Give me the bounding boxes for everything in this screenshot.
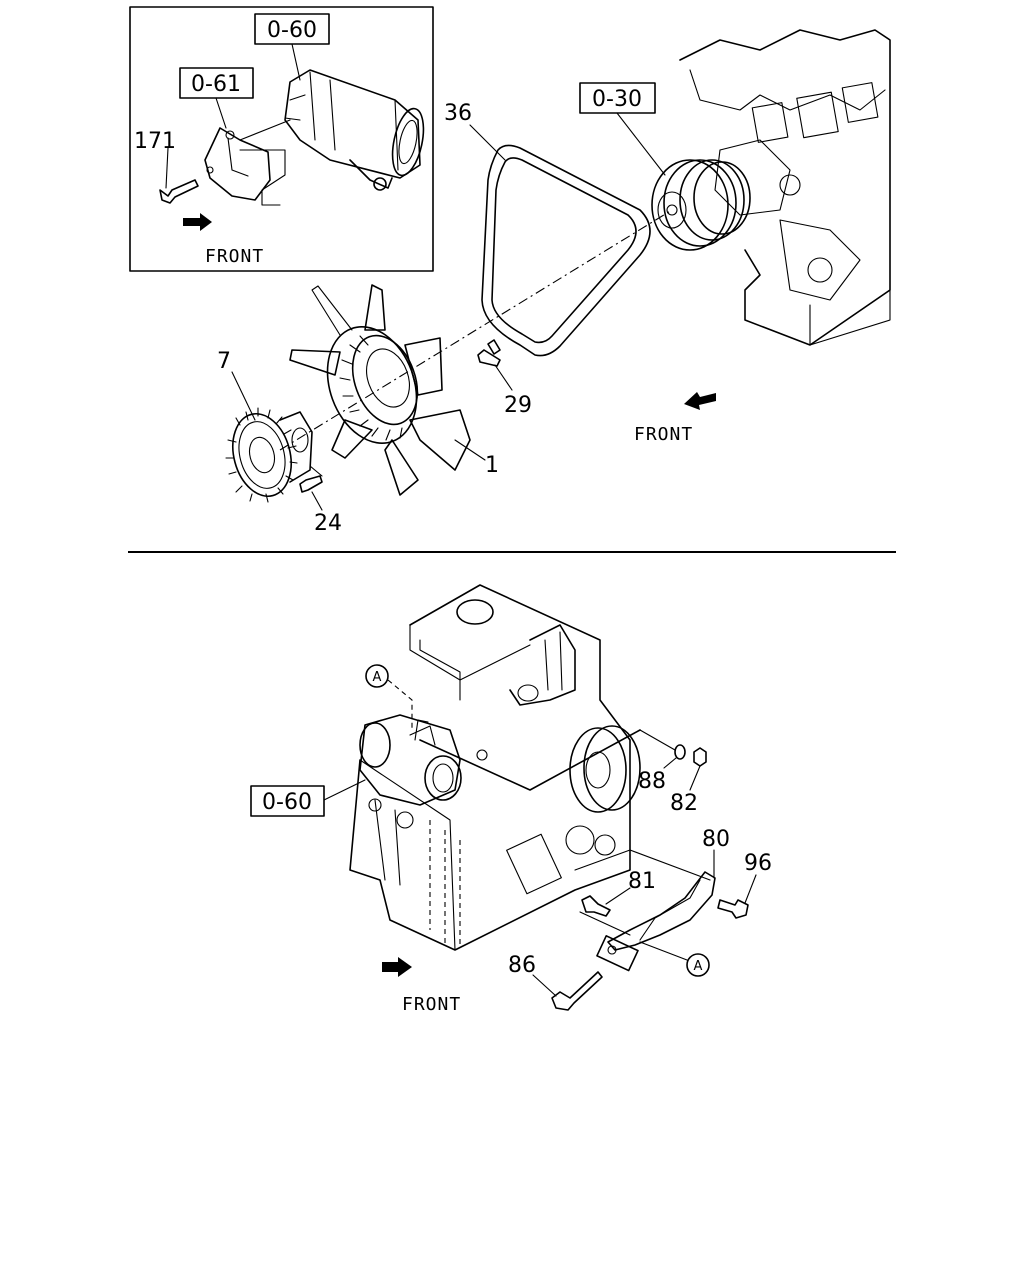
leader-bolt-86: [532, 974, 557, 997]
engine-block-lower: [349, 584, 631, 951]
leader-callout-a-bottom: [639, 941, 688, 961]
front-arrow-upper: [684, 392, 716, 410]
axis-line-upper: [279, 209, 673, 451]
bolt-171-inset: [159, 147, 199, 204]
stay-rod: [419, 729, 641, 791]
bolt-29: [477, 339, 501, 367]
leader-bolt-29: [494, 364, 513, 391]
leader-bolt-81: [605, 887, 631, 905]
leader-bolt-24: [311, 491, 323, 511]
part-number-82[interactable]: 82: [670, 791, 698, 816]
bracket-inset: [204, 119, 291, 206]
part-number-7[interactable]: 7: [217, 349, 231, 374]
front-arrow-lower: [382, 957, 412, 977]
bolt-86: [551, 971, 603, 1011]
starter-motor-lower: [359, 714, 462, 806]
ref-label-bracket: 0-61: [191, 72, 241, 97]
part-number-81[interactable]: 81: [628, 869, 656, 894]
front-label-inset: FRONT: [205, 246, 264, 267]
leader-fan: [454, 439, 486, 461]
leader-bracket: [215, 97, 227, 129]
engine-block-upper: [679, 29, 891, 346]
leader-starter-lower: [323, 779, 366, 801]
cooling-fan: [289, 284, 471, 496]
leader-pulley: [616, 112, 666, 176]
nut-82: [693, 747, 707, 767]
inset-frame: [129, 6, 434, 272]
part-number-80[interactable]: 80: [702, 827, 730, 852]
part-number-88[interactable]: 88: [638, 769, 666, 794]
front-label-upper: FRONT: [634, 424, 693, 445]
washer-88: [674, 744, 686, 760]
starter-motor-inset: [284, 69, 425, 191]
part-number-36[interactable]: 36: [444, 101, 472, 126]
callout-a-bottom[interactable]: A: [686, 953, 710, 977]
ref-box-starter-inset[interactable]: 0-60: [254, 13, 330, 45]
crank-pulley: [651, 159, 751, 251]
callout-a-top-label: A: [373, 670, 382, 685]
leader-starter-inset: [291, 43, 301, 81]
ref-box-starter-lower[interactable]: 0-60: [250, 785, 325, 817]
ref-label-starter-inset: 0-60: [267, 18, 317, 43]
part-number-86[interactable]: 86: [508, 953, 536, 978]
part-number-29[interactable]: 29: [504, 393, 532, 418]
bolt-81: [581, 895, 611, 917]
callout-a-top[interactable]: A: [365, 664, 389, 688]
bolt-81-axis: [579, 911, 631, 936]
part-number-171[interactable]: 171: [134, 129, 176, 154]
part-number-1[interactable]: 1: [485, 453, 499, 478]
front-label-lower: FRONT: [402, 994, 461, 1015]
bracket-80: [596, 871, 716, 972]
leader-clutch: [231, 371, 256, 421]
ref-box-pulley[interactable]: 0-30: [579, 82, 656, 114]
callout-a-bottom-label: A: [694, 959, 703, 974]
fan-clutch: [225, 407, 313, 503]
part-number-24[interactable]: 24: [314, 511, 342, 536]
v-belt: [481, 144, 651, 357]
bolt-96: [717, 899, 749, 919]
ref-label-starter-lower: 0-60: [262, 790, 312, 815]
leader-belt: [469, 124, 506, 161]
part-number-96[interactable]: 96: [744, 851, 772, 876]
leader-bolt-96: [744, 874, 757, 904]
ref-label-pulley: 0-30: [592, 87, 642, 112]
front-arrow-inset: [183, 213, 212, 231]
bolt-24: [299, 465, 323, 493]
ref-box-bracket[interactable]: 0-61: [179, 67, 254, 99]
leader-callout-a-top: [387, 679, 413, 730]
